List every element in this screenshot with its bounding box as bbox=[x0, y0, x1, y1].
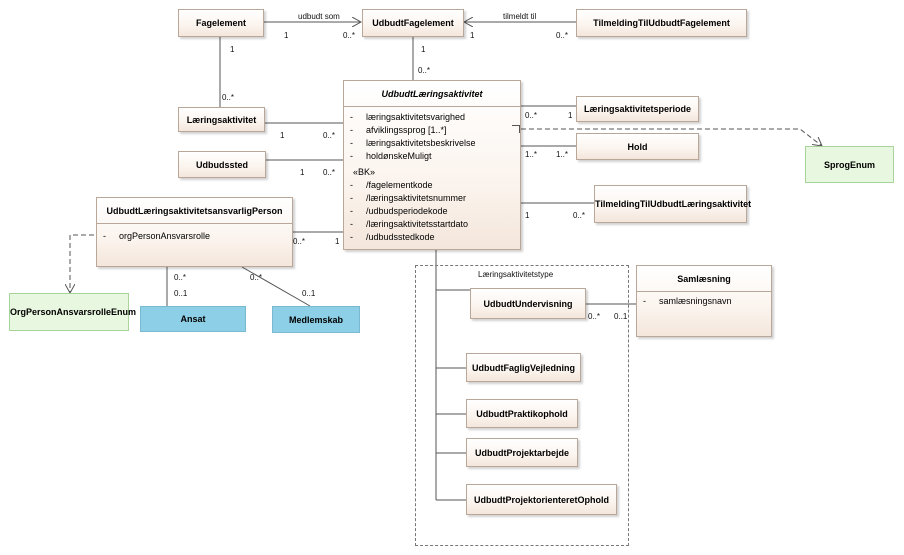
class-udbudt-undervisning[interactable]: UdbudtUndervisning bbox=[470, 288, 586, 319]
assoc-person-medlemskab[interactable] bbox=[241, 266, 311, 307]
mult-fag-dst: 0..* bbox=[343, 31, 356, 40]
class-udbudt-laeringsaktivitet[interactable]: UdbudtLæringsaktivitet -læringsaktivitet… bbox=[343, 80, 521, 250]
class-title: UdbudtFagligVejledning bbox=[472, 362, 575, 373]
mult-udb-main: 0..* bbox=[418, 66, 431, 75]
package-laeringsaktivitetstype[interactable]: Læringsaktivitetstype bbox=[415, 265, 629, 546]
mult-ansat-b: 0..1 bbox=[174, 289, 188, 298]
mult-tilmla-main: 1 bbox=[525, 211, 530, 220]
class-laeringsaktivitetsperiode[interactable]: Læringsaktivitetsperiode bbox=[576, 96, 699, 122]
class-tilmelding-fagelement[interactable]: TilmeldingTilUdbudtFagelement bbox=[576, 9, 747, 37]
class-title: Ansat bbox=[180, 314, 206, 324]
class-laeringsaktivitet[interactable]: Læringsaktivitet bbox=[178, 107, 265, 132]
class-title: UdbudtProjektarbejde bbox=[474, 447, 569, 458]
attribute-row: -/fagelementkode bbox=[350, 180, 433, 190]
mult-pers-main-b: 1 bbox=[335, 237, 340, 246]
mult-fag-lae: 0..* bbox=[222, 93, 235, 102]
class-title: TilmeldingTilUdbudtLæringsaktivitet bbox=[595, 199, 752, 209]
mult-hold-main: 1..* bbox=[525, 150, 538, 159]
mult-hold-dst: 1..* bbox=[556, 150, 569, 159]
class-title: UdbudtLæringsaktivitet bbox=[344, 81, 520, 107]
class-title: SprogEnum bbox=[824, 159, 875, 170]
mult-udb-down: 1 bbox=[421, 45, 426, 54]
class-title: Medlemskab bbox=[288, 314, 344, 325]
class-hold[interactable]: Hold bbox=[576, 133, 699, 160]
class-udbudssted[interactable]: Udbudssted bbox=[178, 151, 266, 178]
attribute-row: -holdønskeMuligt bbox=[350, 151, 432, 161]
label-tilmeldt-til: tilmeldt til bbox=[503, 12, 537, 21]
attribute-row: -/læringsaktivitetsstartdato bbox=[350, 219, 469, 229]
class-samlaesning[interactable]: Samlæsning -samlæsningsnavn bbox=[636, 265, 772, 337]
mult-per-main: 0..* bbox=[525, 111, 538, 120]
class-title: UdbudtUndervisning bbox=[483, 298, 573, 309]
stereotype-bk: «BK» bbox=[353, 167, 376, 177]
class-praktikophold[interactable]: UdbudtPraktikophold bbox=[466, 399, 578, 428]
class-title: UdbudtPraktikophold bbox=[476, 408, 568, 419]
mult-uds-dst: 0..* bbox=[323, 168, 336, 177]
class-title: Udbudssted bbox=[195, 159, 248, 170]
class-title: Samlæsning bbox=[637, 266, 771, 292]
mult-medl-a: 0..* bbox=[250, 273, 263, 282]
class-title: UdbudtProjektorienteretOphold bbox=[474, 494, 609, 505]
external-ansat[interactable]: Ansat bbox=[140, 306, 246, 332]
attribute-row: -/læringsaktivitetsnummer bbox=[350, 193, 467, 203]
attribute-row: -/udbudsstedkode bbox=[350, 232, 435, 242]
attribute-row: -/udbudsperiodekode bbox=[350, 206, 448, 216]
external-medlemskab[interactable]: Medlemskab bbox=[272, 306, 360, 333]
class-projektarbejde[interactable]: UdbudtProjektarbejde bbox=[466, 438, 578, 467]
attribute-row: -afviklingssprog [1..*] bbox=[350, 125, 447, 135]
class-title: Læringsaktivitetsperiode bbox=[583, 104, 692, 114]
class-ansvarlig-person[interactable]: UdbudtLæringsaktivitetsansvarligPerson -… bbox=[96, 197, 293, 267]
label-udbudt-som: udbudt som bbox=[298, 12, 340, 21]
class-title: UdbudtLæringsaktivitetsansvarligPerson bbox=[97, 198, 292, 224]
mult-per-src: 1 bbox=[568, 111, 573, 120]
package-label: Læringsaktivitetstype bbox=[478, 270, 554, 279]
mult-saml-b: 0..1 bbox=[614, 312, 628, 321]
class-title: Fagelement bbox=[195, 18, 246, 28]
class-udbudt-fagelement[interactable]: UdbudtFagelement bbox=[362, 9, 464, 37]
class-title: Hold bbox=[627, 141, 648, 152]
mult-tilmla-dst: 0..* bbox=[573, 211, 586, 220]
attribute-row: -læringsaktivitetsbeskrivelse bbox=[350, 138, 476, 148]
mult-tilm-dst: 0..* bbox=[556, 31, 569, 40]
dependency-sprogenum[interactable] bbox=[521, 128, 822, 146]
class-title: OrgPersonAnsvarsrolleEnum bbox=[10, 307, 137, 317]
enum-orgpersonansvarsrolle[interactable]: OrgPersonAnsvarsrolleEnum bbox=[9, 293, 137, 331]
mult-ansat-a: 0..* bbox=[174, 273, 187, 282]
class-tilmelding-laeringsaktivitet[interactable]: TilmeldingTilUdbudtLæringsaktivitet bbox=[594, 185, 752, 223]
class-projektorienteret-ophold[interactable]: UdbudtProjektorienteretOphold bbox=[466, 484, 617, 515]
mult-pers-main-a: 0..* bbox=[293, 237, 306, 246]
mult-fag-src: 1 bbox=[284, 31, 289, 40]
attribute-row: -samlæsningsnavn bbox=[643, 296, 732, 306]
port-icon bbox=[512, 125, 520, 133]
class-faglig-vejledning[interactable]: UdbudtFagligVejledning bbox=[466, 353, 581, 382]
enum-sprogenum[interactable]: SprogEnum bbox=[805, 146, 894, 183]
mult-uds-src: 1 bbox=[300, 168, 305, 177]
mult-lae-dst: 0..* bbox=[323, 131, 336, 140]
mult-lae-src: 1 bbox=[280, 131, 285, 140]
attribute-row: -orgPersonAnsvarsrolle bbox=[103, 231, 211, 241]
class-title: Læringsaktivitet bbox=[186, 114, 257, 125]
attribute-row: -læringsaktivitetsvarighed bbox=[350, 112, 466, 122]
dependency-orgenum[interactable] bbox=[70, 234, 102, 293]
class-title: TilmeldingTilUdbudtFagelement bbox=[593, 18, 730, 28]
mult-tilm-src: 1 bbox=[470, 31, 475, 40]
mult-fag-down: 1 bbox=[230, 45, 235, 54]
mult-saml-a: 0..* bbox=[588, 312, 601, 321]
class-title: UdbudtFagelement bbox=[372, 18, 454, 28]
mult-medl-b: 0..1 bbox=[302, 289, 316, 298]
class-fagelement[interactable]: Fagelement bbox=[178, 9, 264, 37]
